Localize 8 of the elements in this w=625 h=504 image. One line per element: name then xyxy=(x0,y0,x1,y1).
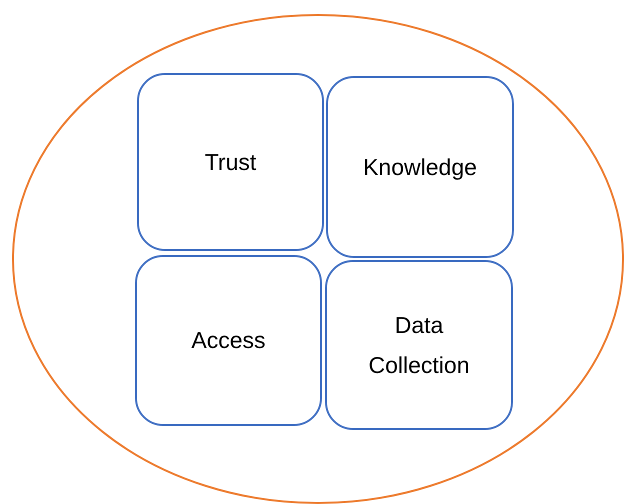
rounded-box xyxy=(137,73,324,251)
rounded-box xyxy=(135,255,322,426)
box-label: Knowledge xyxy=(362,152,478,182)
rounded-box xyxy=(326,76,514,258)
box-label: Data Collection xyxy=(368,310,470,380)
box-label: Access xyxy=(190,326,267,356)
box-label: Trust xyxy=(204,148,258,177)
rounded-box xyxy=(325,260,513,430)
